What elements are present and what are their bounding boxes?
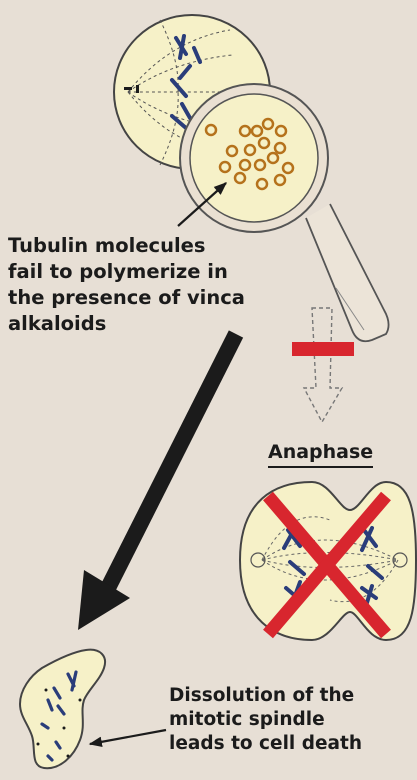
magnifier-handle [306, 204, 389, 341]
tubulin-label: Tubulin molecules fail to polymerize in … [8, 233, 245, 337]
inhibition-bar [292, 342, 354, 356]
anaphase-label: Anaphase [268, 440, 373, 468]
dissolved-cell [20, 650, 105, 768]
dissolution-label-line-3: leads to cell death [169, 732, 362, 756]
dissolution-pointer-arrow [90, 730, 166, 744]
main-arrow [78, 334, 236, 630]
tubulin-label-line-2: fail to polymerize in [8, 259, 245, 285]
tubulin-label-line-4: alkaloids [8, 311, 245, 337]
dissolution-label: Dissolution of the mitotic spindle leads… [169, 684, 362, 756]
dissolution-label-line-2: mitotic spindle [169, 708, 362, 732]
tubulin-label-line-1: Tubulin molecules [8, 233, 245, 259]
dissolution-label-line-1: Dissolution of the [169, 684, 362, 708]
blocked-progression-arrow [304, 308, 342, 422]
tubulin-label-line-3: the presence of vinca [8, 285, 245, 311]
